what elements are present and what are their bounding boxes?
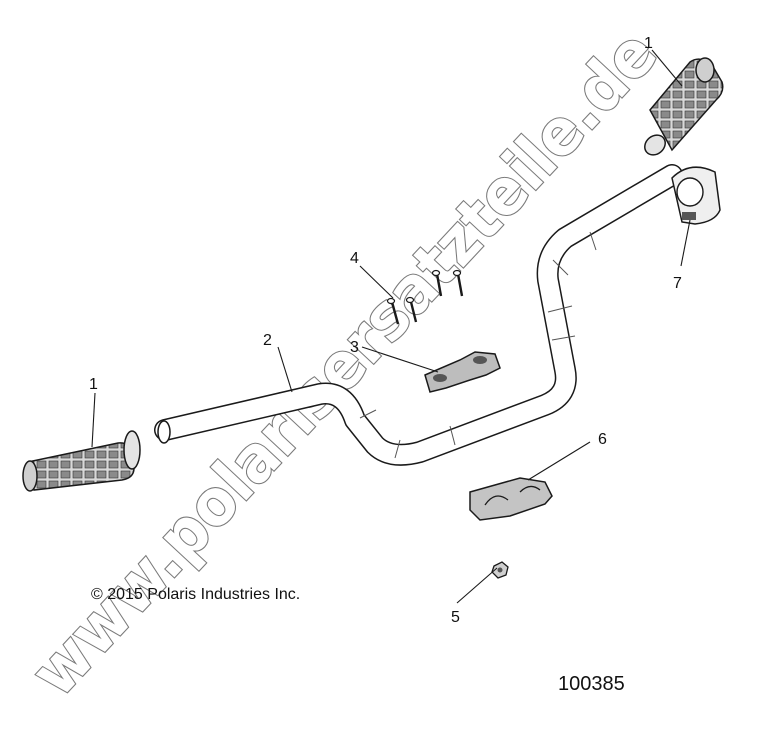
thumb-throttle-part	[671, 166, 721, 225]
grip-right-part	[644, 57, 724, 156]
callout-clamp-upper: 3	[350, 339, 359, 356]
callout-grip-right: 1	[644, 35, 653, 52]
figure-number: 100385	[558, 673, 625, 695]
callout-grip-left: 1	[89, 376, 98, 393]
callouts: 1 2 3 4 5 6 7 1	[89, 35, 682, 626]
copyright-text: © 2015 Polaris Industries Inc.	[91, 586, 300, 603]
callout-clamp-lower: 6	[598, 431, 607, 448]
clamp-lower-part	[469, 477, 553, 521]
handlebar-part	[154, 164, 683, 466]
callout-nut: 5	[451, 609, 460, 626]
grip-left-part	[22, 430, 141, 492]
clamp-upper-part	[424, 351, 501, 393]
bolts-part	[386, 269, 464, 325]
callout-bolt: 4	[350, 250, 359, 267]
leader-lines	[91, 49, 691, 604]
callout-thumb-throttle: 7	[673, 275, 682, 292]
callout-handlebar: 2	[263, 332, 272, 349]
